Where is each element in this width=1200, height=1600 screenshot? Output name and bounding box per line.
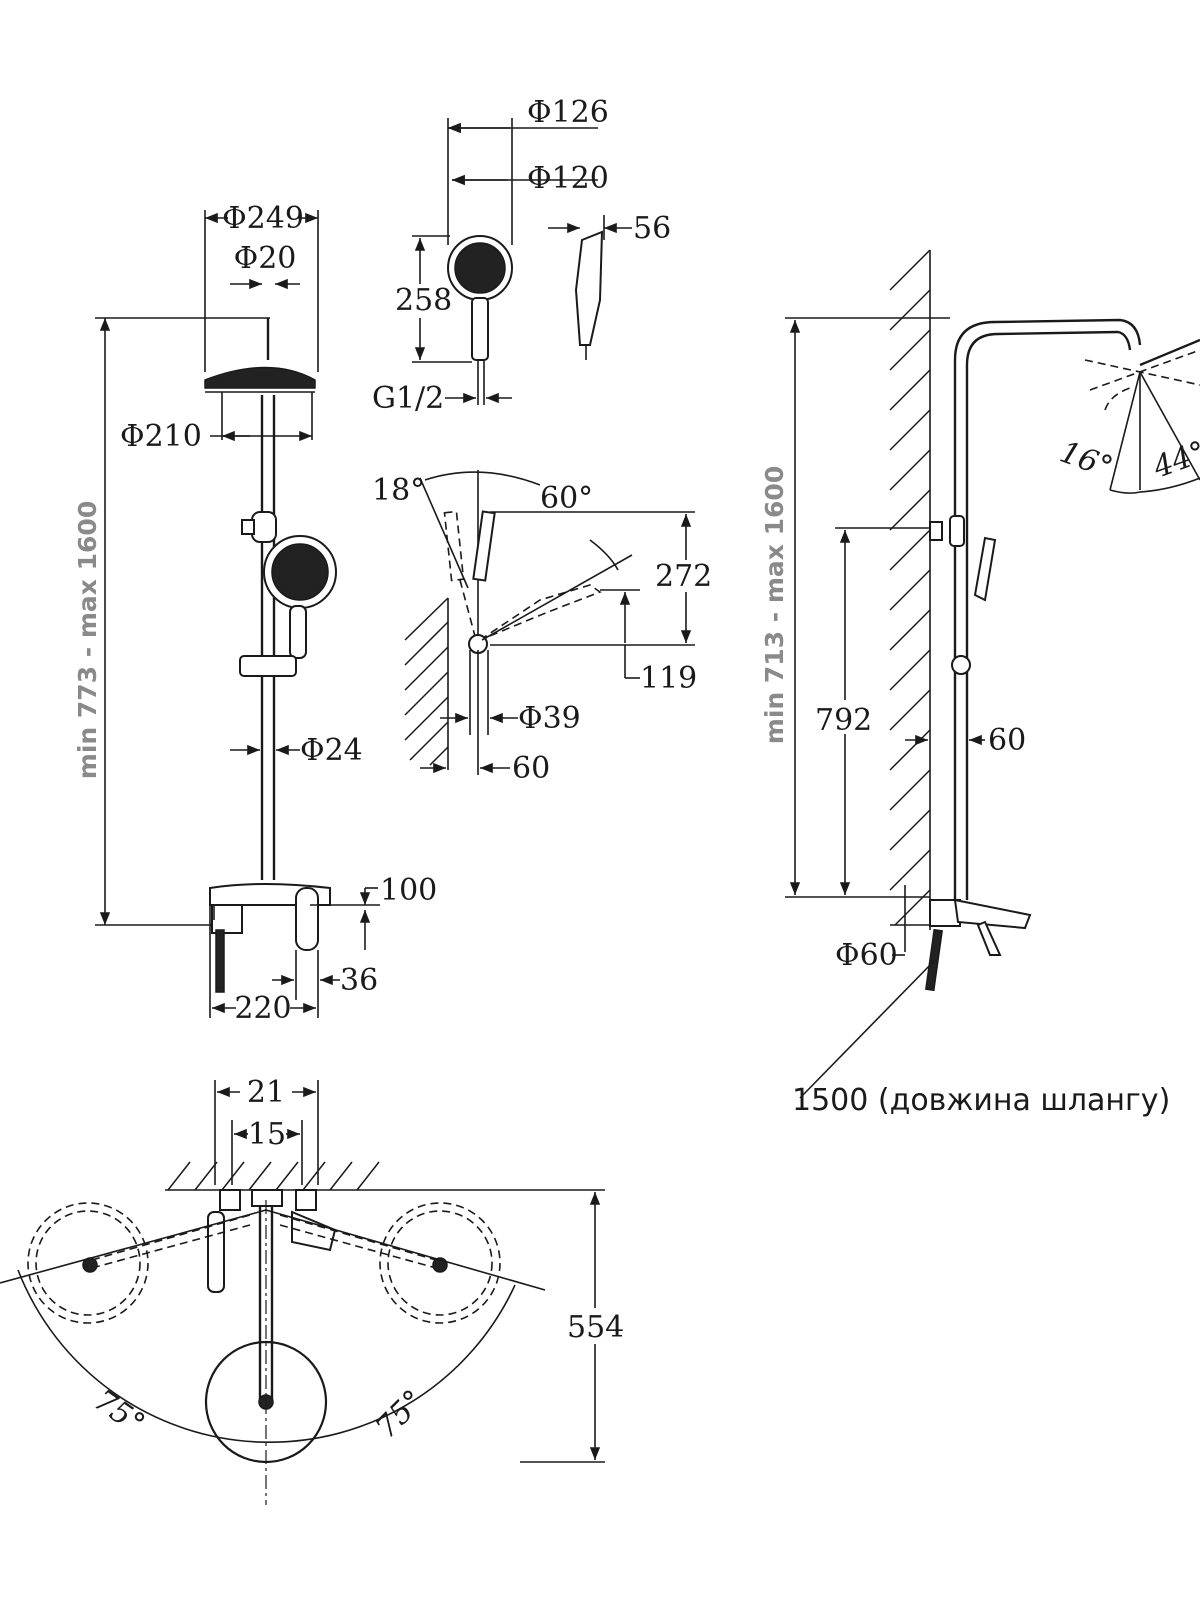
hand-d126: Φ126 <box>527 95 609 130</box>
holder-h119: 119 <box>640 661 697 696</box>
hand-h258: 258 <box>395 283 452 318</box>
front-d24: Φ24 <box>300 733 363 768</box>
top-w21: 21 <box>247 1075 285 1110</box>
top-h554: 554 <box>567 1310 624 1345</box>
top-view: 21 15 75° 75° <box>0 1075 627 1505</box>
side-height-range: min 713 - max 1600 <box>760 466 789 744</box>
side-view: min 713 - max 1600 16° 44° 792 <box>760 249 1200 1118</box>
side-mixer <box>925 898 1032 992</box>
holder-angle18: 18° <box>372 473 425 508</box>
top-angle-right: 75° <box>369 1383 431 1445</box>
hand-d120: Φ120 <box>527 161 609 196</box>
holder-angle60: 60° <box>540 481 593 516</box>
front-view: min 773 - max 1600 Φ249 Φ20 Φ210 <box>73 198 437 1026</box>
front-d210: Φ210 <box>120 419 202 454</box>
side-h792: 792 <box>815 703 872 738</box>
hand-thread: G1/2 <box>372 381 444 416</box>
side-angle16: 16° <box>1055 435 1117 486</box>
front-w220: 220 <box>234 991 291 1026</box>
front-d249: Φ249 <box>222 201 304 236</box>
front-w36: 36 <box>340 963 378 998</box>
hand-shower-front <box>263 535 337 659</box>
front-height-range: min 773 - max 1600 <box>73 501 102 779</box>
hand-shower-detail: Φ126 Φ120 258 G1/2 56 <box>372 95 671 416</box>
side-angle44: 44° <box>1148 434 1200 485</box>
side-w60: 60 <box>988 723 1026 758</box>
hand-w56: 56 <box>633 211 671 246</box>
side-hose-length: 1500 (довжина шлангу) <box>792 1083 1170 1118</box>
side-d60: Φ60 <box>835 938 898 973</box>
front-h100: 100 <box>380 873 437 908</box>
holder-detail: 18° 60° 272 119 Φ39 60 <box>372 470 715 786</box>
top-angle-left: 75° <box>87 1383 151 1442</box>
holder-d39: Φ39 <box>518 701 581 736</box>
rain-shower-head <box>204 366 316 393</box>
holder-h272: 272 <box>655 559 712 594</box>
front-d20: Φ20 <box>234 241 297 276</box>
mixer-body-front <box>209 883 331 993</box>
top-w15: 15 <box>248 1117 286 1152</box>
side-rain-head <box>1084 338 1200 494</box>
holder-w60: 60 <box>512 751 550 786</box>
